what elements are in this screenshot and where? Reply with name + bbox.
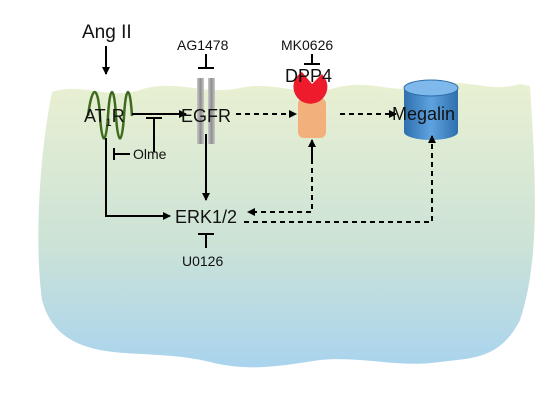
at1r-coil-icon: [86, 91, 134, 140]
at1r-to-erk-arrow: [105, 138, 171, 220]
megalin-cylinder-icon: [404, 88, 458, 140]
megalin-label: Megalin: [392, 104, 455, 124]
ag1478-label: AG1478: [177, 37, 229, 53]
megalin-cylinder-top-icon: [403, 79, 459, 97]
dpp4-to-erk-arrow: [247, 150, 313, 216]
dpp4-pacman-icon: [293, 72, 328, 104]
mk0626-label: MK0626: [281, 37, 333, 53]
erk-label: ERK1/2: [175, 207, 237, 227]
ang2-label: Ang II: [82, 22, 132, 43]
olme-label: Olme: [133, 146, 167, 162]
at1r-label: AT1R: [84, 106, 125, 129]
u0126-label: U0126: [182, 253, 223, 269]
dpp4-base-icon: [298, 98, 326, 138]
erk-to-megalin-arrow: [244, 135, 436, 223]
egfr-label: EGFR: [181, 106, 231, 126]
dpp4-label: DPP4: [285, 66, 332, 86]
egfr-receptor-left-icon: [197, 78, 204, 144]
cell-body: [38, 82, 535, 368]
egfr-receptor-right-icon: [208, 78, 215, 144]
